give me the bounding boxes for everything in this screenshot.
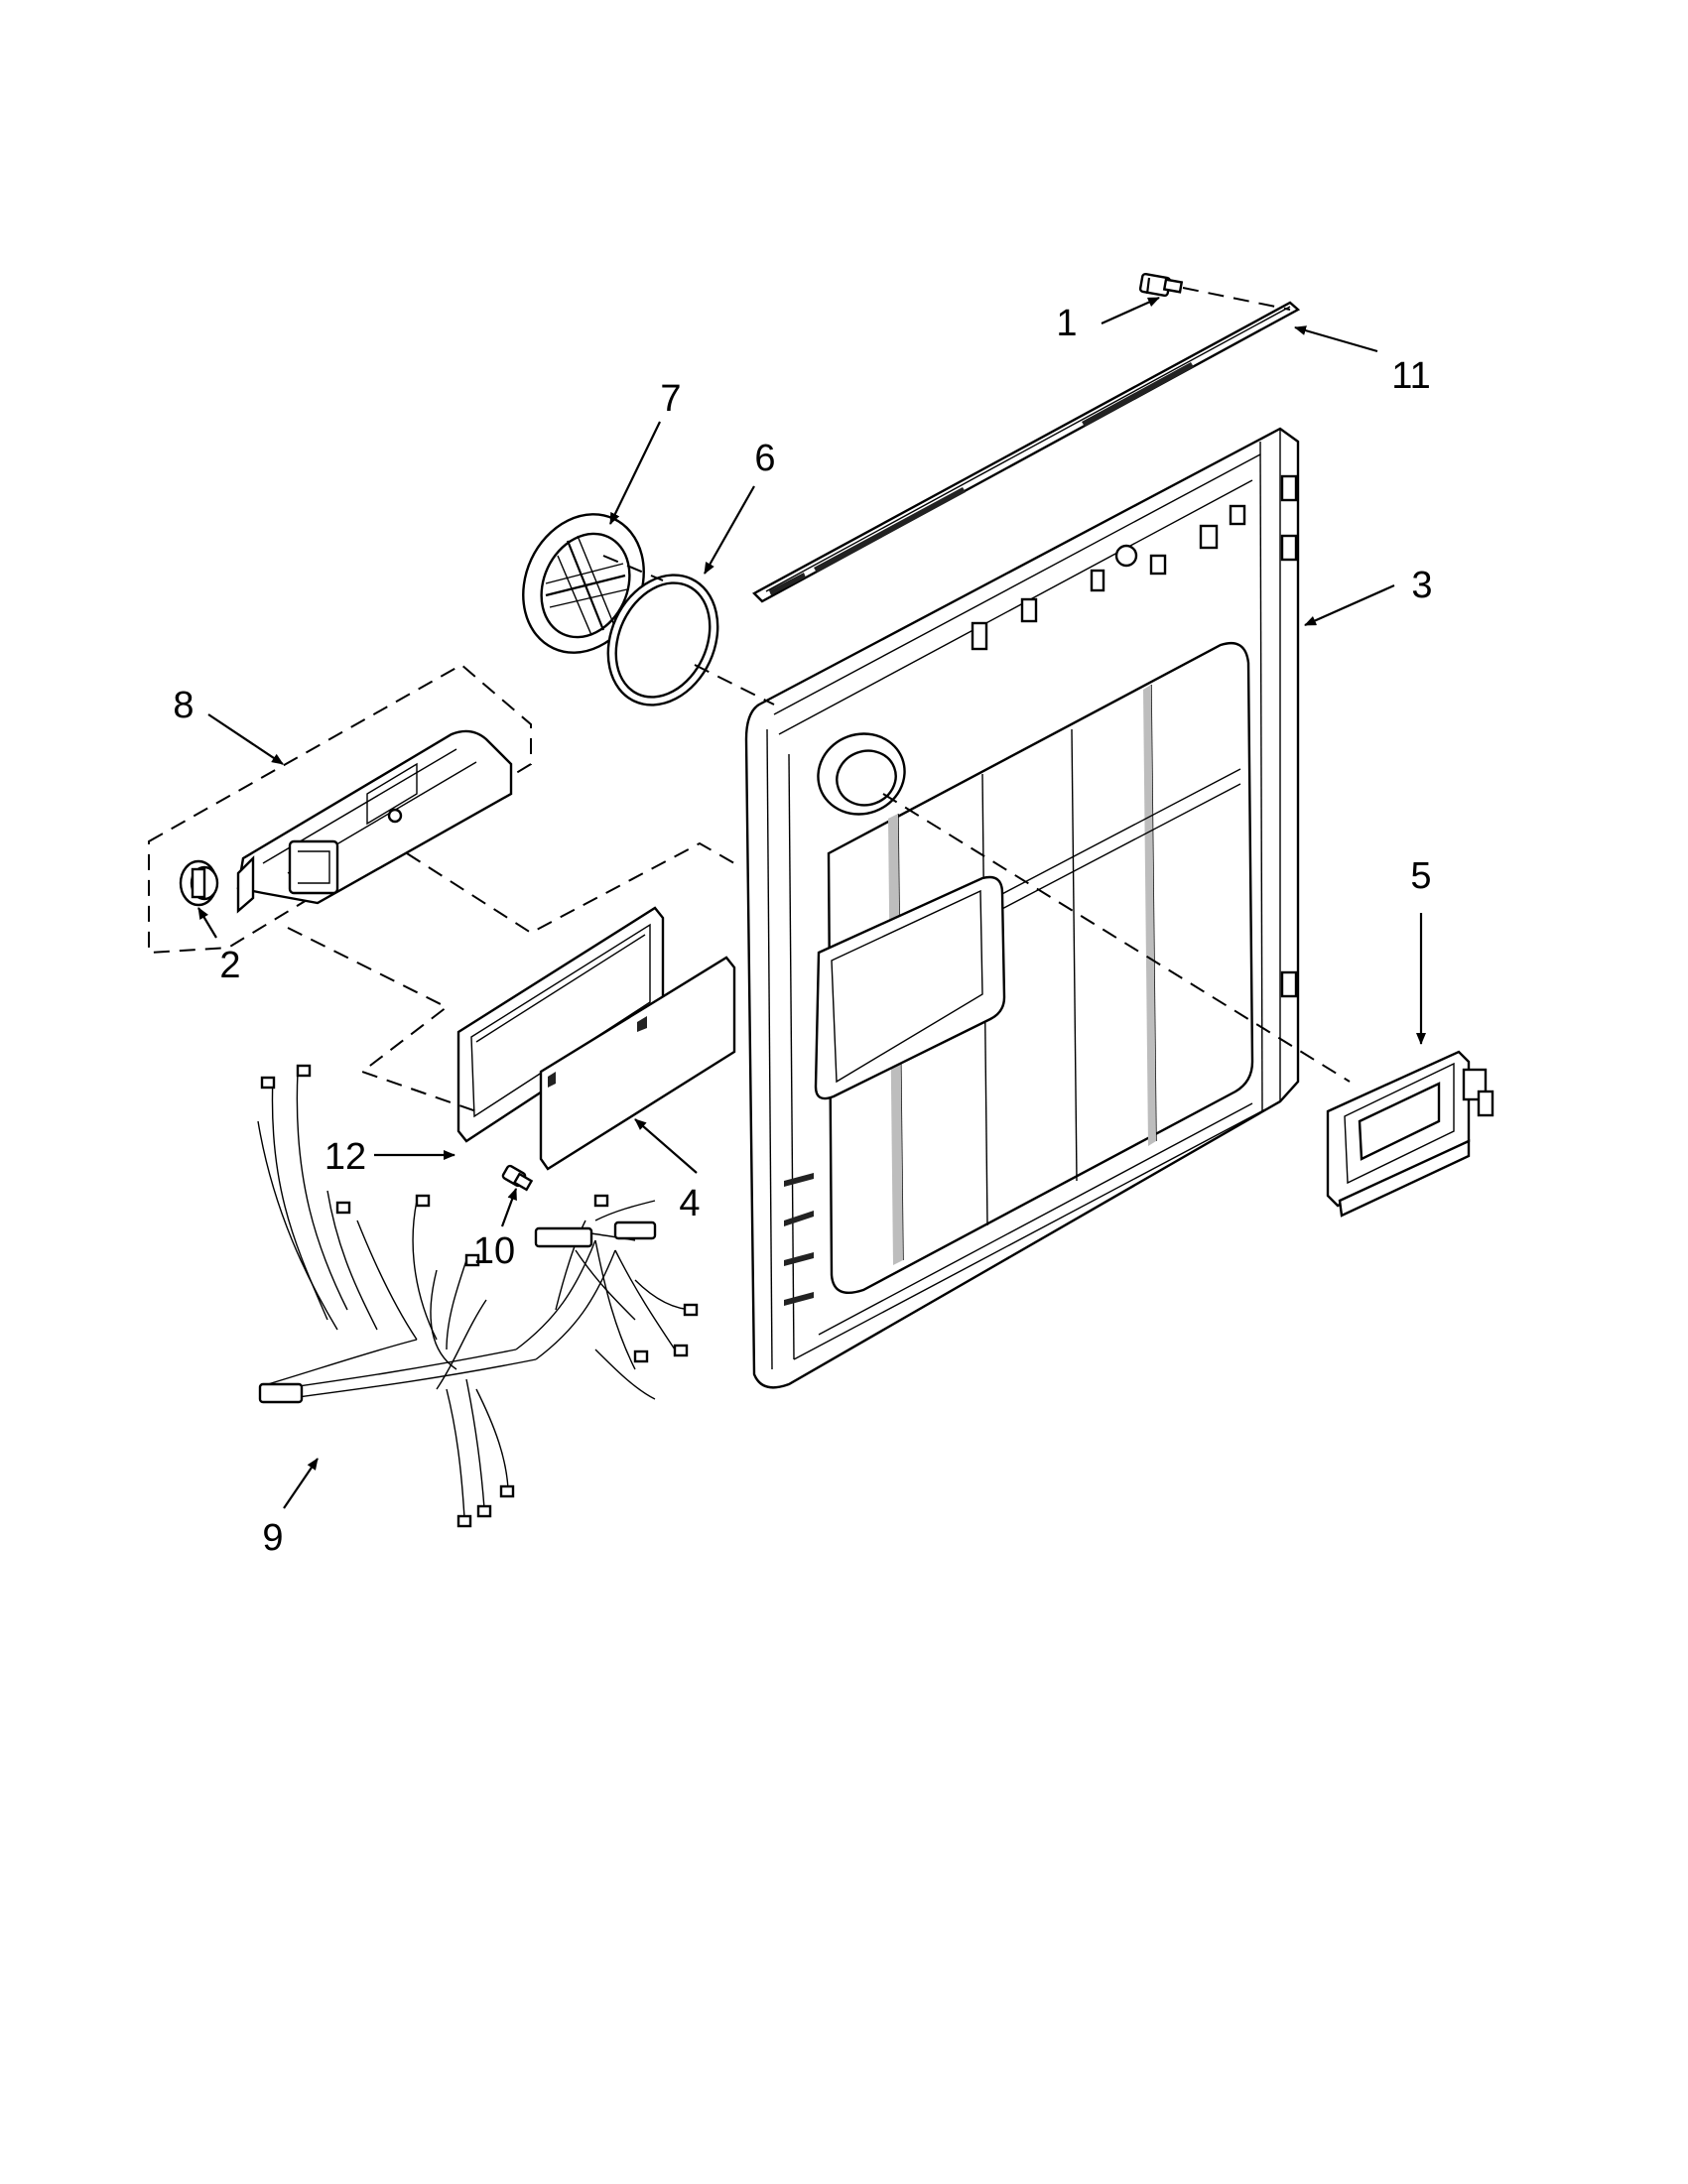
part-9-wire-harness <box>257 1064 699 1528</box>
part-6-vent-gasket <box>606 574 719 707</box>
callout-9: 9 <box>262 1517 283 1559</box>
callout-8: 8 <box>173 685 194 726</box>
part-8-control-housing <box>148 663 532 955</box>
callout-4: 4 <box>679 1183 700 1224</box>
part-4-control-board <box>539 956 736 1171</box>
callout-leaders <box>197 296 1426 1509</box>
callout-2: 2 <box>219 945 240 986</box>
callout-12: 12 <box>325 1136 366 1178</box>
callout-1: 1 <box>1056 303 1077 344</box>
part-2-knob <box>179 859 219 907</box>
part-10-screw <box>501 1164 534 1192</box>
part-1-screw <box>1138 272 1184 298</box>
part-11-door-trim-strip <box>752 301 1301 603</box>
callout-6: 6 <box>754 438 775 479</box>
callout-5: 5 <box>1410 855 1431 897</box>
callout-7: 7 <box>660 378 681 420</box>
callout-3: 3 <box>1411 565 1432 606</box>
callout-10: 10 <box>473 1230 515 1272</box>
part-3-inner-door-panel <box>744 427 1300 1389</box>
part-5-door-latch <box>1326 1050 1494 1218</box>
assembly-guide-lines <box>287 287 1351 1112</box>
callout-11: 11 <box>1391 355 1430 397</box>
callout-labels: 1 2 3 4 5 6 7 8 9 10 11 12 <box>173 303 1432 1559</box>
